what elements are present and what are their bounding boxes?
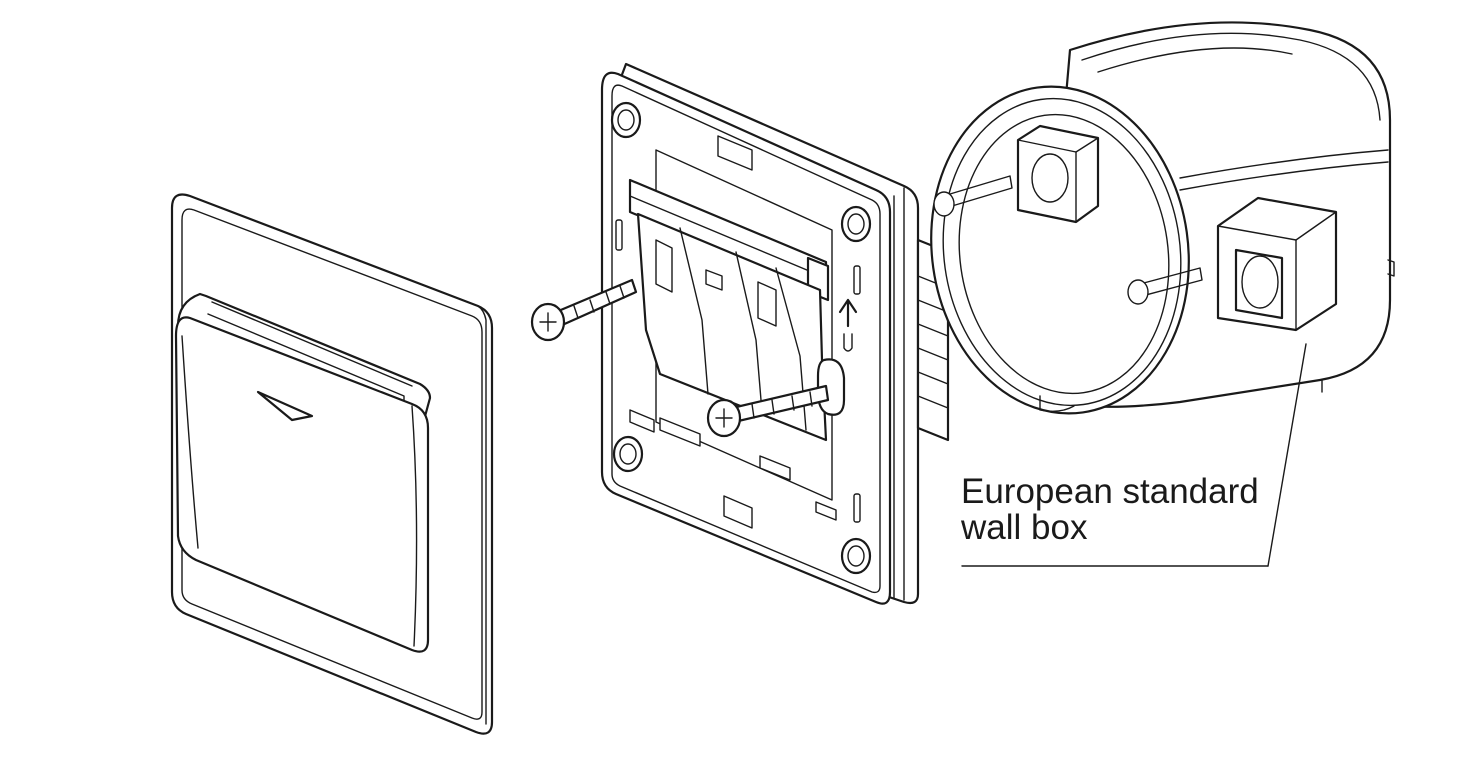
wall-box-callout-label: European standard wall box: [961, 474, 1259, 546]
plate-corner-hole: [840, 205, 872, 243]
callout-line-1: European standard: [961, 472, 1259, 511]
mounting-screw-right: [706, 384, 830, 438]
card-slot-rocker: [174, 292, 432, 653]
european-wall-box: [930, 21, 1395, 415]
mounting-screw-left: [530, 278, 638, 342]
callout-leader: [961, 343, 1307, 567]
mounting-plate: [600, 62, 950, 605]
plate-corner-hole: [840, 537, 872, 575]
callout-line-2: wall box: [961, 508, 1088, 547]
plate-corner-hole: [612, 435, 644, 473]
plate-corner-hole: [610, 101, 642, 139]
